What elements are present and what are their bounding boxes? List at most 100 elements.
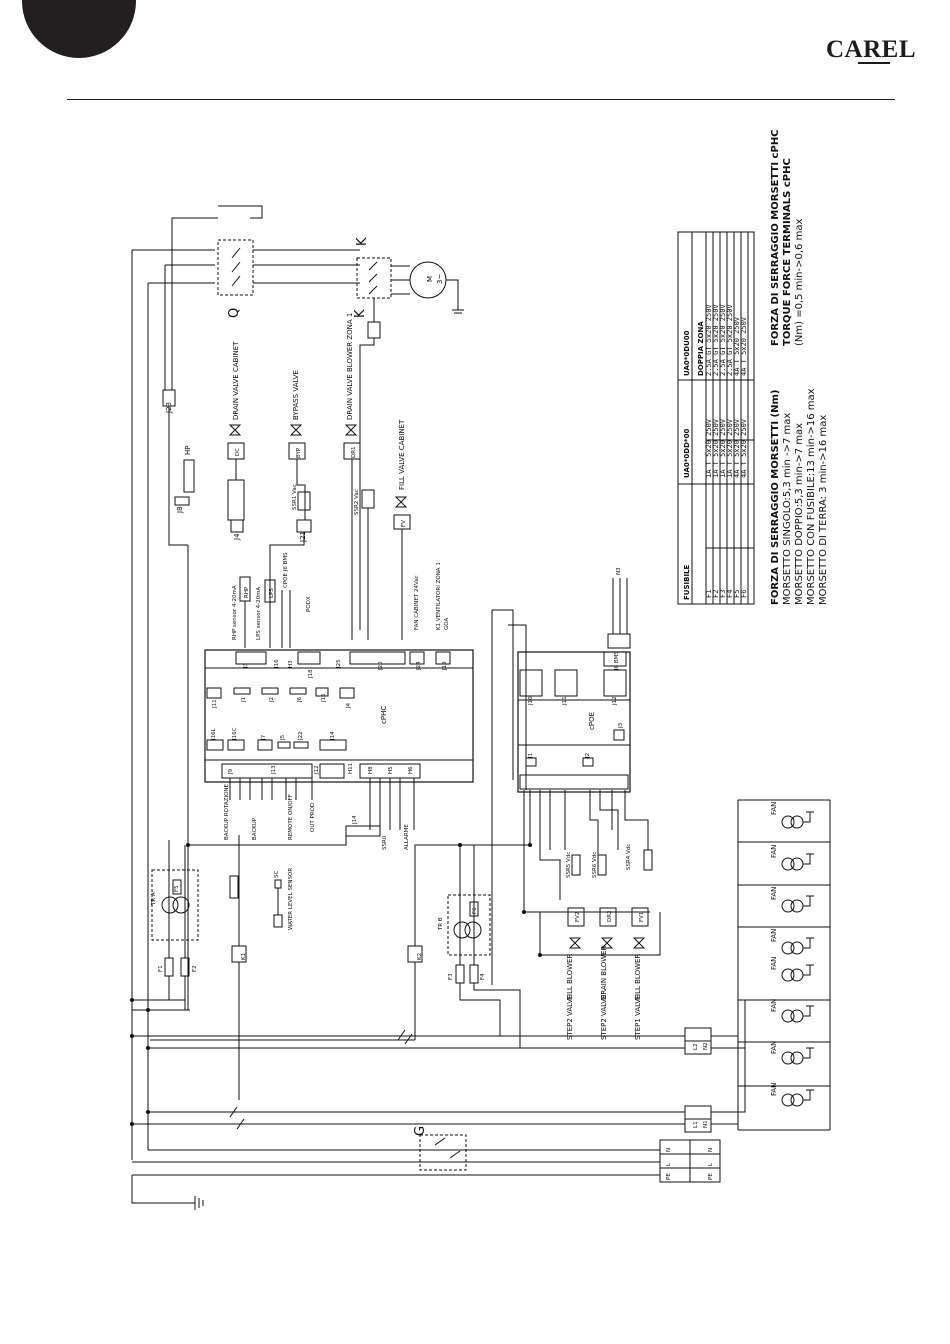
- j4-label: J4: [233, 533, 241, 541]
- carel-logo: CAREL: [826, 36, 917, 63]
- cphc-j2-label: J2: [269, 697, 275, 703]
- fuse-row-5-double: 4A T 5x20 250V: [733, 316, 741, 376]
- cphc-j3-label: J3: [243, 662, 249, 669]
- term-pe-label: PE: [666, 1173, 672, 1180]
- k-coil-wire: [359, 338, 375, 630]
- fuse-row-3-double: 2.5A GT 5x20 250V: [719, 304, 727, 376]
- ssr1-label: SSR1 Vac: [292, 484, 298, 510]
- remote-label: REMOTE ON/OFF: [288, 794, 294, 840]
- cphc-j4-label: J4: [346, 702, 352, 709]
- fuse-row-3-single: 1A T 5x20 250V: [719, 418, 727, 478]
- isolator-label: G: [413, 1126, 428, 1136]
- k-coil: [367, 321, 381, 339]
- transformer-b-box: [447, 894, 491, 956]
- motor-phase-label: 3~: [436, 274, 444, 284]
- ssr6-label: SSR6 Vdc: [592, 852, 598, 878]
- cphc-j16-label: J16: [274, 659, 280, 669]
- dc-label: DC: [235, 448, 241, 456]
- control-loop: [218, 205, 263, 219]
- k1-fans-label: K1 VENTILATORI ZONA 1: [436, 562, 442, 630]
- fan-group-lower: [781, 964, 814, 1107]
- fv-label: FV: [401, 520, 407, 527]
- cphc-j12-label: J12: [314, 765, 320, 775]
- term-pe2-label: PE: [708, 1173, 714, 1180]
- cphc-j24: [409, 651, 425, 665]
- cphc-name: cPHC: [380, 706, 388, 724]
- j21-label: J21: [299, 531, 307, 543]
- f5-label: F5: [174, 885, 180, 892]
- main-switch-box: [217, 239, 254, 296]
- podx-label: PODX: [306, 596, 312, 612]
- k1-label: K1: [241, 953, 247, 960]
- contactor-coil-label: K: [353, 309, 368, 318]
- cpoe-j10: [519, 669, 543, 697]
- lps-sensor-label: LPS sensor 4-20mA: [256, 587, 262, 640]
- k2-label: K2: [417, 953, 423, 960]
- cpoe-j11-label: J11: [562, 696, 568, 706]
- cphc-j13-label: J13: [271, 765, 277, 775]
- ssr2-label: SSR2 Vac: [354, 489, 360, 515]
- cpoe-j6: [603, 651, 627, 667]
- fv2-coil: [567, 907, 585, 927]
- cphc-j22-label: J22: [298, 731, 304, 741]
- allarme-label: ALLARME: [404, 824, 410, 850]
- cphc-j15-label: J15: [321, 693, 327, 703]
- isolator-box: [419, 1134, 467, 1171]
- cpoe-j1-label: J1: [528, 753, 534, 759]
- l1-label: L1: [693, 1121, 699, 1128]
- cphc-j16c: [227, 739, 245, 751]
- lps-label: LPS: [269, 588, 275, 598]
- n3-connector: [607, 633, 631, 649]
- fuse-f4: [469, 964, 479, 984]
- fuse-f3: [455, 964, 465, 984]
- double-col-header: UA0*0DU00: [683, 330, 691, 376]
- cphc-j3: [235, 651, 267, 665]
- fan-label-1: FAN: [770, 802, 778, 815]
- j4-connector: [230, 519, 244, 533]
- cpoe-j2: [582, 757, 594, 767]
- tr-a-label: TR A: [151, 892, 157, 906]
- backup2-label: BACKUP: [252, 817, 258, 840]
- f6-label: F6: [472, 907, 478, 914]
- f4-label: F4: [480, 973, 486, 980]
- dr2-coil: [599, 907, 617, 927]
- cphc-h11-label: H11: [348, 763, 354, 774]
- header-rule: [67, 99, 895, 100]
- j14-term-label: J14: [352, 815, 358, 825]
- rhp-label: RHP: [244, 586, 250, 598]
- fv2-label: FV2: [575, 912, 581, 922]
- cpoe-controller: [517, 651, 631, 793]
- water-level-label: WATER LEVEL SENSOR: [288, 868, 294, 930]
- valve-fill: [394, 496, 408, 508]
- fan-cabinet-label: FAN CABINET 24Vac: [414, 575, 420, 630]
- fuse-row-2-single: 1A T 5x20 250V: [712, 418, 720, 478]
- water-level-sensor: [274, 879, 282, 889]
- hp-label: HP: [184, 446, 192, 456]
- motor-label: M: [426, 276, 434, 282]
- cphc-j2: [261, 687, 279, 695]
- ssr0-label: SSR0: [382, 835, 388, 850]
- fan-label-6: FAN: [770, 999, 778, 1012]
- fuse-row-5-single: 4A T 5x20 250V: [733, 418, 741, 478]
- motor-ground: [446, 279, 464, 314]
- torque-line-4: MORSETTO DI TERRA: 3 min->16 max: [818, 415, 829, 605]
- fuse-row-4-single: 1A T 5x20 250V: [726, 418, 734, 478]
- cpoe-bottom-terms: [519, 774, 629, 790]
- n3-label: N3: [616, 567, 622, 575]
- j14-terminal: [345, 825, 381, 837]
- cphc-j18-label: J18: [308, 669, 314, 679]
- fan-label-3: FAN: [770, 887, 778, 900]
- dr1-label: DR1: [351, 446, 357, 458]
- cphc-j20: [349, 651, 406, 665]
- fuse-row-6-fuse: F6: [740, 590, 748, 598]
- cphc-j5: [277, 741, 291, 749]
- cpoe-j1: [525, 757, 537, 767]
- control-loop: [171, 217, 218, 390]
- fill-valve-cabinet-label: FILL VALVE CABINET: [398, 419, 406, 490]
- term-l-label: L: [666, 1162, 672, 1166]
- cphc-display-port: [319, 763, 345, 779]
- term-n2-label: N: [708, 1148, 714, 1152]
- valve-fv1: [632, 937, 646, 949]
- n1-label: N1: [703, 1120, 709, 1128]
- n2-label: N2: [703, 1042, 709, 1050]
